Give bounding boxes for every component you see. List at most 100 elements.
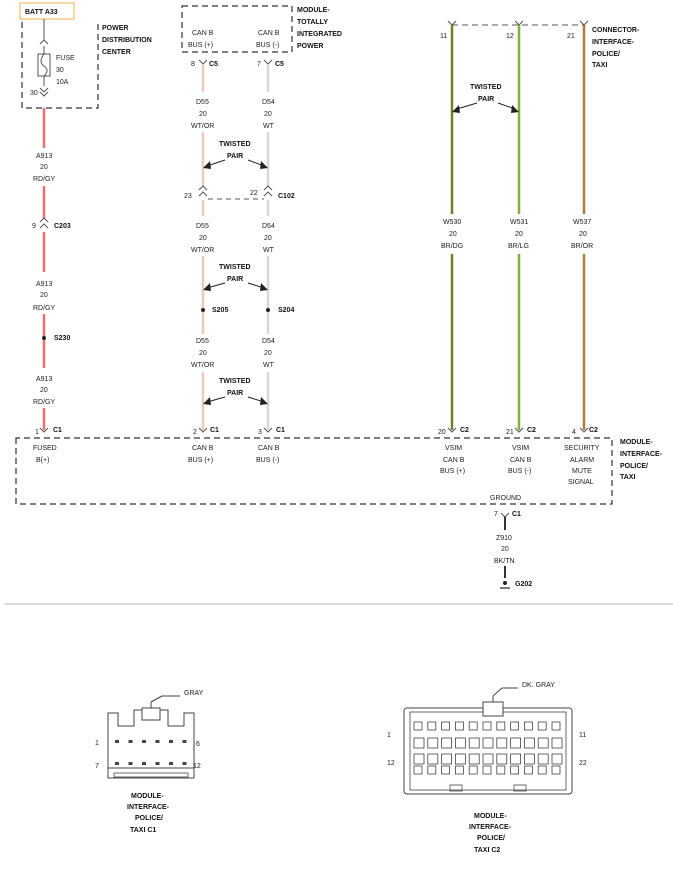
c2-cavity	[496, 753, 508, 765]
twisted-arrow-right-1	[260, 161, 268, 169]
tipm-pin-7: 7	[257, 61, 261, 68]
d55-gauge-1: 20	[199, 111, 207, 118]
tipm-pin-plus-l2: BUS (+)	[188, 42, 213, 49]
c2-cavity	[537, 765, 547, 775]
c2-cavity	[482, 765, 492, 775]
c2-cavity	[454, 737, 466, 749]
tipm-title-4: POWER	[297, 43, 323, 50]
twisted-pair-3-l1: TWISTED	[219, 378, 251, 385]
pdc-pin-chevron	[39, 87, 49, 97]
d55-code-3: D55	[196, 338, 209, 345]
s230-splice-icon	[42, 336, 46, 340]
d55-color-2: WT/OR	[191, 247, 214, 254]
w531-code: W531	[510, 219, 528, 226]
c2-cavity	[537, 721, 547, 731]
z910-gauge: 20	[501, 546, 509, 553]
fuse-label: FUSE	[56, 55, 75, 62]
ci-title-2: INTERFACE-	[592, 39, 635, 46]
twisted-arrow-left-4	[452, 105, 460, 113]
module-pin-4-l1: SECURITY	[564, 445, 600, 452]
c2-cavity	[510, 765, 520, 775]
d54-color-1: WT	[263, 123, 275, 130]
module-pin-4-conn: C2	[589, 427, 598, 434]
w531-gauge: 20	[515, 231, 523, 238]
twisted-pair-1-l1: TWISTED	[219, 141, 251, 148]
c1-cavity	[142, 762, 146, 765]
w530-color: BR/DG	[441, 243, 463, 250]
c2-cavity	[427, 753, 439, 765]
z910-code: Z910	[496, 535, 512, 542]
c2-pin-22: 22	[579, 760, 587, 767]
c1-cavity	[169, 740, 173, 743]
tipm-box	[181, 5, 293, 53]
w537-color: BR/OR	[571, 243, 593, 250]
fuse-top-chevron	[39, 39, 49, 45]
module-pin-1: 1	[35, 429, 39, 436]
module-pin-21-l1: VSIM	[512, 445, 529, 452]
c1-pin-7: 7	[95, 763, 99, 770]
module-title-1: MODULE-	[620, 439, 653, 446]
a913-gauge-1: 20	[40, 164, 48, 171]
c2-cavity	[524, 765, 533, 775]
c1-title-4: TAXI C1	[130, 827, 156, 834]
d54-gauge-1: 20	[264, 111, 272, 118]
twisted-arrow-left-2	[203, 283, 211, 291]
c2-cavity	[413, 753, 425, 765]
a913-code-2: A913	[36, 281, 52, 288]
c102-label: C102	[278, 193, 295, 200]
module-title-2: INTERFACE-	[620, 451, 663, 458]
c1-pin-12: 12	[193, 763, 201, 770]
d55-code-1: D55	[196, 99, 209, 106]
module-title-3: POLICE/	[620, 463, 648, 470]
c203-pin: 9	[32, 223, 36, 230]
c2-cavity	[413, 737, 425, 749]
c2-title-3: POLICE/	[477, 835, 505, 842]
tipm-pin-minus-l2: BUS (-)	[256, 42, 279, 49]
ci-pin-11: 11	[440, 33, 447, 40]
c2-cavity	[413, 721, 423, 731]
d54-gauge-3: 20	[264, 350, 272, 357]
a913-code-1: A913	[36, 153, 52, 160]
c2-title-4: TAXI C2	[474, 847, 500, 854]
c203-label: C203	[54, 223, 71, 230]
d54-color-3: WT	[263, 362, 275, 369]
module-pin-20: 20	[438, 429, 446, 436]
d54-code-2: D54	[262, 223, 275, 230]
c1-cavity	[115, 740, 119, 743]
tipm-title-1: MODULE-	[297, 7, 330, 14]
d55-color-1: WT/OR	[191, 123, 214, 130]
c2-cavity	[468, 753, 480, 765]
c2-cavity	[454, 721, 464, 731]
twisted-arrow-right-4	[511, 105, 519, 113]
module-pin-20-l3: BUS (+)	[440, 468, 465, 475]
twisted-pair-4-l1: TWISTED	[470, 84, 502, 91]
c2-cavity	[427, 765, 437, 775]
module-pin-21-l2: CAN B	[510, 457, 532, 464]
tipm-title-3: INTEGRATED	[297, 31, 342, 38]
c102-icon-b	[263, 185, 273, 197]
module-pin-1-l2: B(+)	[36, 457, 49, 464]
module-pin-3-l1: CAN B	[258, 445, 280, 452]
fuse-amperage: 10A	[56, 79, 69, 86]
d55-code-2: D55	[196, 223, 209, 230]
ci-pin-21: 21	[567, 33, 575, 40]
c2-cavity	[482, 721, 492, 731]
twisted-arrow-left-3	[203, 397, 211, 405]
pdc-title-2: DISTRIBUTION	[102, 37, 152, 44]
ground-pin-7: 7	[494, 511, 498, 518]
tipm-pin-minus-l1: CAN B	[258, 30, 280, 37]
module-pin-1-l1: FUSED	[33, 445, 57, 452]
c1-cavity	[182, 740, 187, 743]
c1-cavity	[155, 762, 160, 765]
c2-cavity	[496, 765, 506, 775]
c2-cavity	[551, 753, 563, 765]
w537-gauge: 20	[579, 231, 587, 238]
c2-cavity	[537, 737, 549, 749]
batt-box	[19, 2, 75, 20]
ci-title-1: CONNECTOR-	[592, 27, 640, 34]
twisted-pair-3-l2: PAIR	[227, 390, 243, 397]
a913-gauge-3: 20	[40, 387, 48, 394]
module-title-4: TAXI	[620, 474, 635, 481]
tipm-title-2: TOTALLY	[297, 19, 328, 26]
c2-cavity	[441, 737, 453, 749]
